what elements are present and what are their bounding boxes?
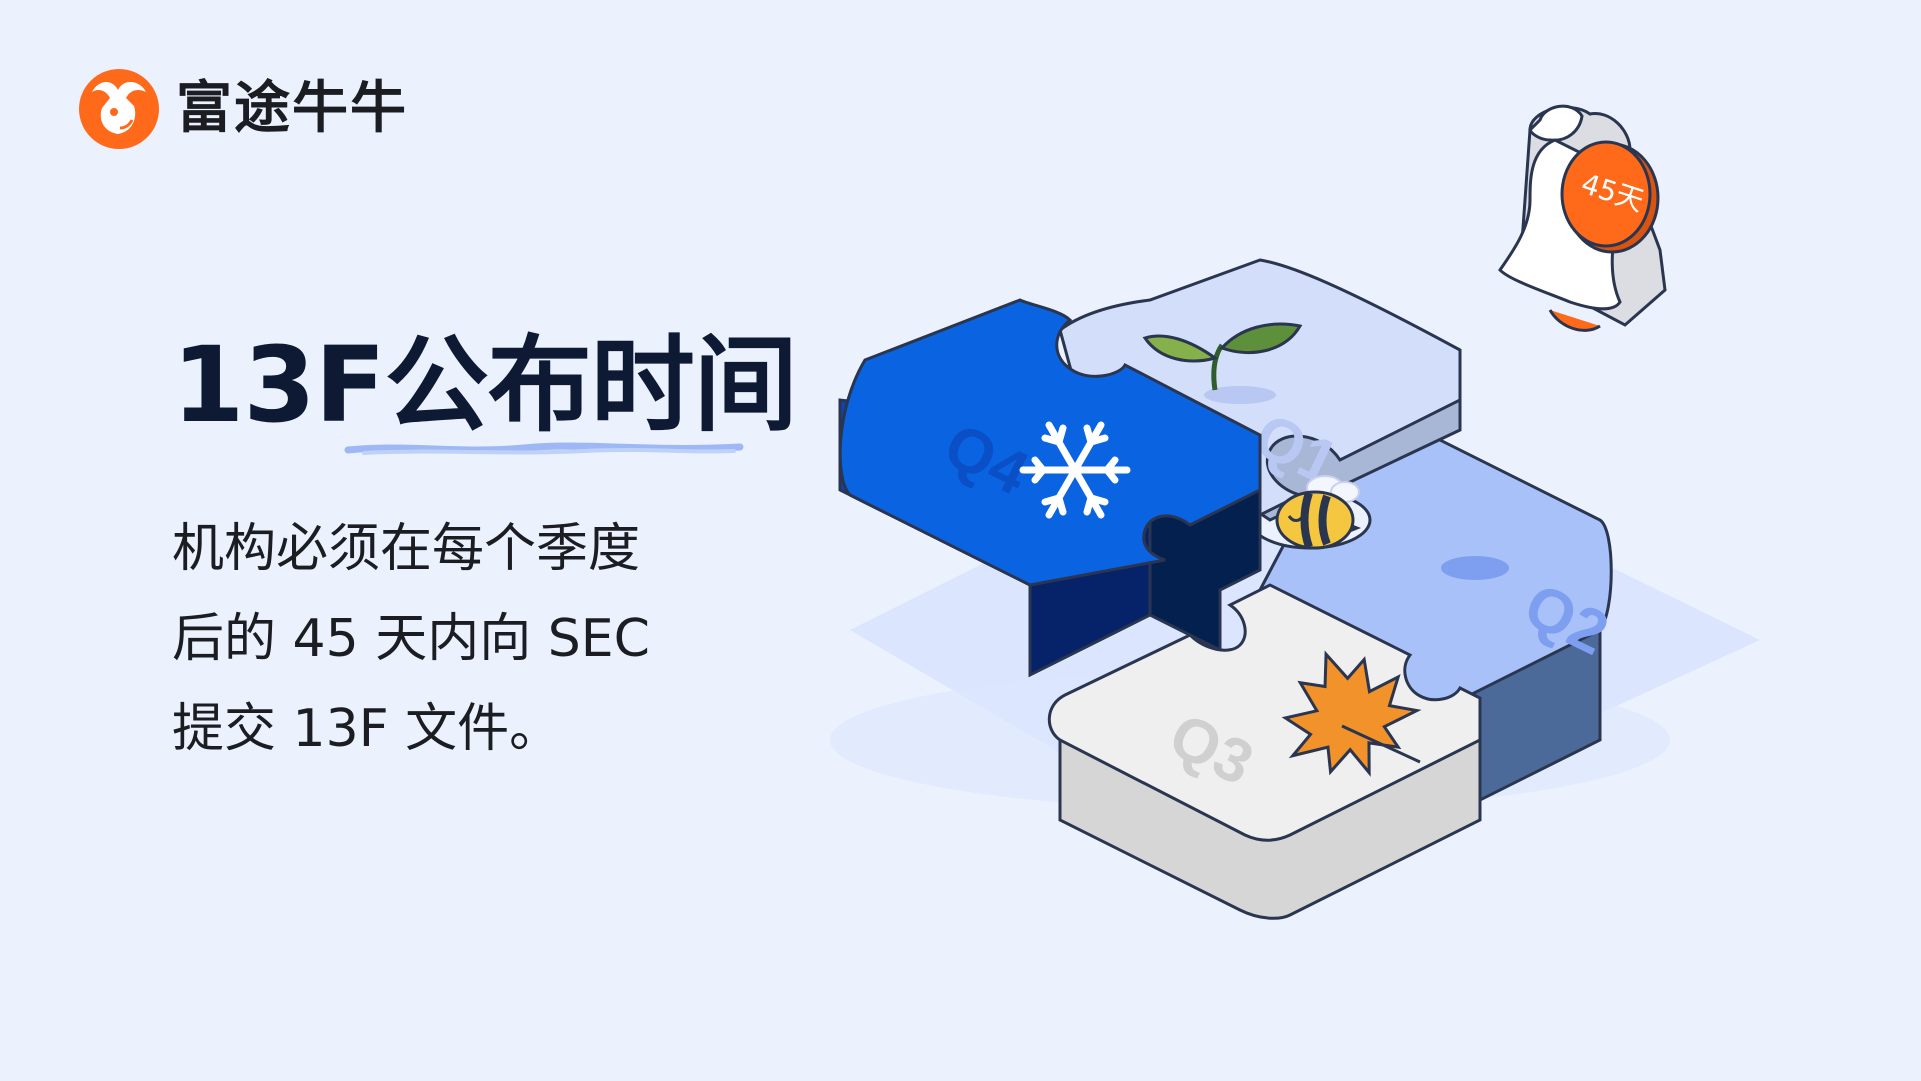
description-line: 提交 13F 文件。 (172, 699, 562, 759)
snowflake-icon (1019, 421, 1131, 519)
futu-bull-logo-icon (79, 69, 159, 149)
description-line: 机构必须在每个季度 (172, 519, 641, 579)
q3-piece: Q3 (1047, 583, 1482, 920)
sprout-icon (1142, 322, 1303, 391)
maple-leaf-icon (1281, 650, 1422, 777)
quarter-puzzle-illustration: Q2 Q1 Q4 Q3 (830, 104, 1760, 920)
bee-icon (1275, 475, 1361, 550)
description-line: 后的 45 天内向 SEC (172, 609, 650, 669)
page-title: 13F公布时间 (172, 324, 798, 446)
brand-name: 富途牛牛 (176, 76, 408, 141)
bell-icon: 45天 (1498, 104, 1667, 332)
description: 机构必须在每个季度 后的 45 天内向 SEC 提交 13F 文件。 (172, 504, 732, 774)
title-underline-decoration (344, 442, 744, 455)
brand-logo: 富途牛牛 (78, 68, 408, 150)
